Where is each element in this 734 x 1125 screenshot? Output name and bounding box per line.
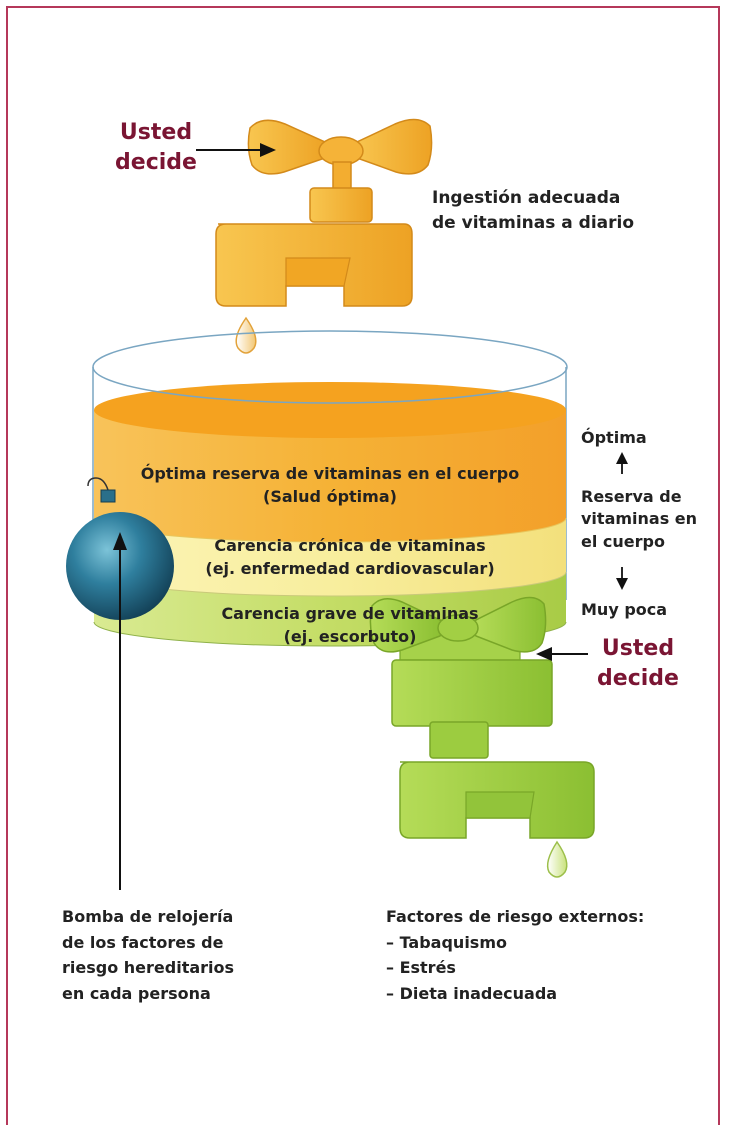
bottom-handle-right-wing [472,596,547,653]
top-decide-label: Usted decide [108,118,204,177]
top-decide-line-2: decide [115,149,197,175]
bottom-drop [546,840,568,878]
bomb-fuse [87,477,109,491]
risk-item-stress: – Estrés [386,958,456,978]
arrows [113,143,628,890]
risk-factors-title: Factores de riesgo externos: [386,907,645,926]
top-decide-line-1: Usted [119,120,193,145]
intake-label: Ingestión adecuada de vitaminas a diario [432,186,634,235]
layer-chronic-line-2: (ej. enfermedad cardiovascular) [205,559,495,579]
bottom-decide-line-1: Usted [601,636,675,661]
layer-chronic-line-1: Carencia crónica de vitaminas [214,536,486,555]
layer-chronic-label: Carencia crónica de vitaminas (ej. enfer… [160,534,540,580]
scale-up-arrowhead [616,452,628,464]
layer-optimal-line-2: (Salud óptima) [263,487,397,507]
bomb-label-line-4: en cada persona [62,983,211,1003]
layer-optimal-label: Óptima reserva de vitaminas en el cuerpo… [120,462,540,508]
risk-item-diet: – Dieta inadecuada [386,983,558,1003]
layer-optimal-line-1: Óptima reserva de vitaminas en el cuerpo [140,464,520,483]
scale-bottom-label: Muy poca [581,600,668,619]
bottom-handle-left-wing [369,598,444,653]
bottom-handle-hub [437,614,479,642]
risk-factors: Factores de riesgo externos: – Tabaquism… [386,904,644,1006]
bomb-label: Bomba de relojería de los factores de ri… [62,904,234,1006]
bomb-arrowhead [113,532,127,550]
glass-rim [92,330,568,404]
layer-severe-line-1: Carencia grave de vitaminas [221,604,479,623]
liquid-surface [94,382,566,438]
scale-middle-line-3: el cuerpo [581,531,665,551]
top-handle-right-wing [353,118,433,175]
top-handle-hub [318,136,364,166]
bomb-label-line-3: riesgo hereditarios [62,958,235,978]
bomb-label-line-1: Bomba de relojería [62,907,234,926]
bomb-label-line-2: de los factores de [62,932,224,952]
bottom-faucet [369,596,595,878]
scale-middle-line-1: Reserva de [581,487,682,506]
scale-down-arrowhead [616,578,628,590]
risk-item-smoking: – Tabaquismo [386,932,507,952]
intake-line-2: de vitaminas a diario [432,212,635,233]
bottom-decide-line-2: decide [597,665,679,691]
layer-severe-line-2: (ej. escorbuto) [283,627,417,647]
top-drop [235,316,257,354]
top-faucet [215,118,433,354]
scale-top-label: Óptima [581,428,647,447]
bottom-decide-label: Usted decide [592,634,684,693]
top-decide-arrowhead [260,143,276,157]
scale-middle-label: Reserva de vitaminas en el cuerpo [581,486,697,553]
layer-optimal [94,410,566,542]
layer-severe-label: Carencia grave de vitaminas (ej. escorbu… [160,602,540,648]
bottom-valve-block [391,659,553,727]
intake-line-1: Ingestión adecuada [432,188,621,208]
bottom-decide-arrowhead [536,647,552,661]
scale-middle-line-2: vitaminas en [581,509,698,529]
page-frame [6,6,720,1125]
top-valve-body [309,187,373,223]
